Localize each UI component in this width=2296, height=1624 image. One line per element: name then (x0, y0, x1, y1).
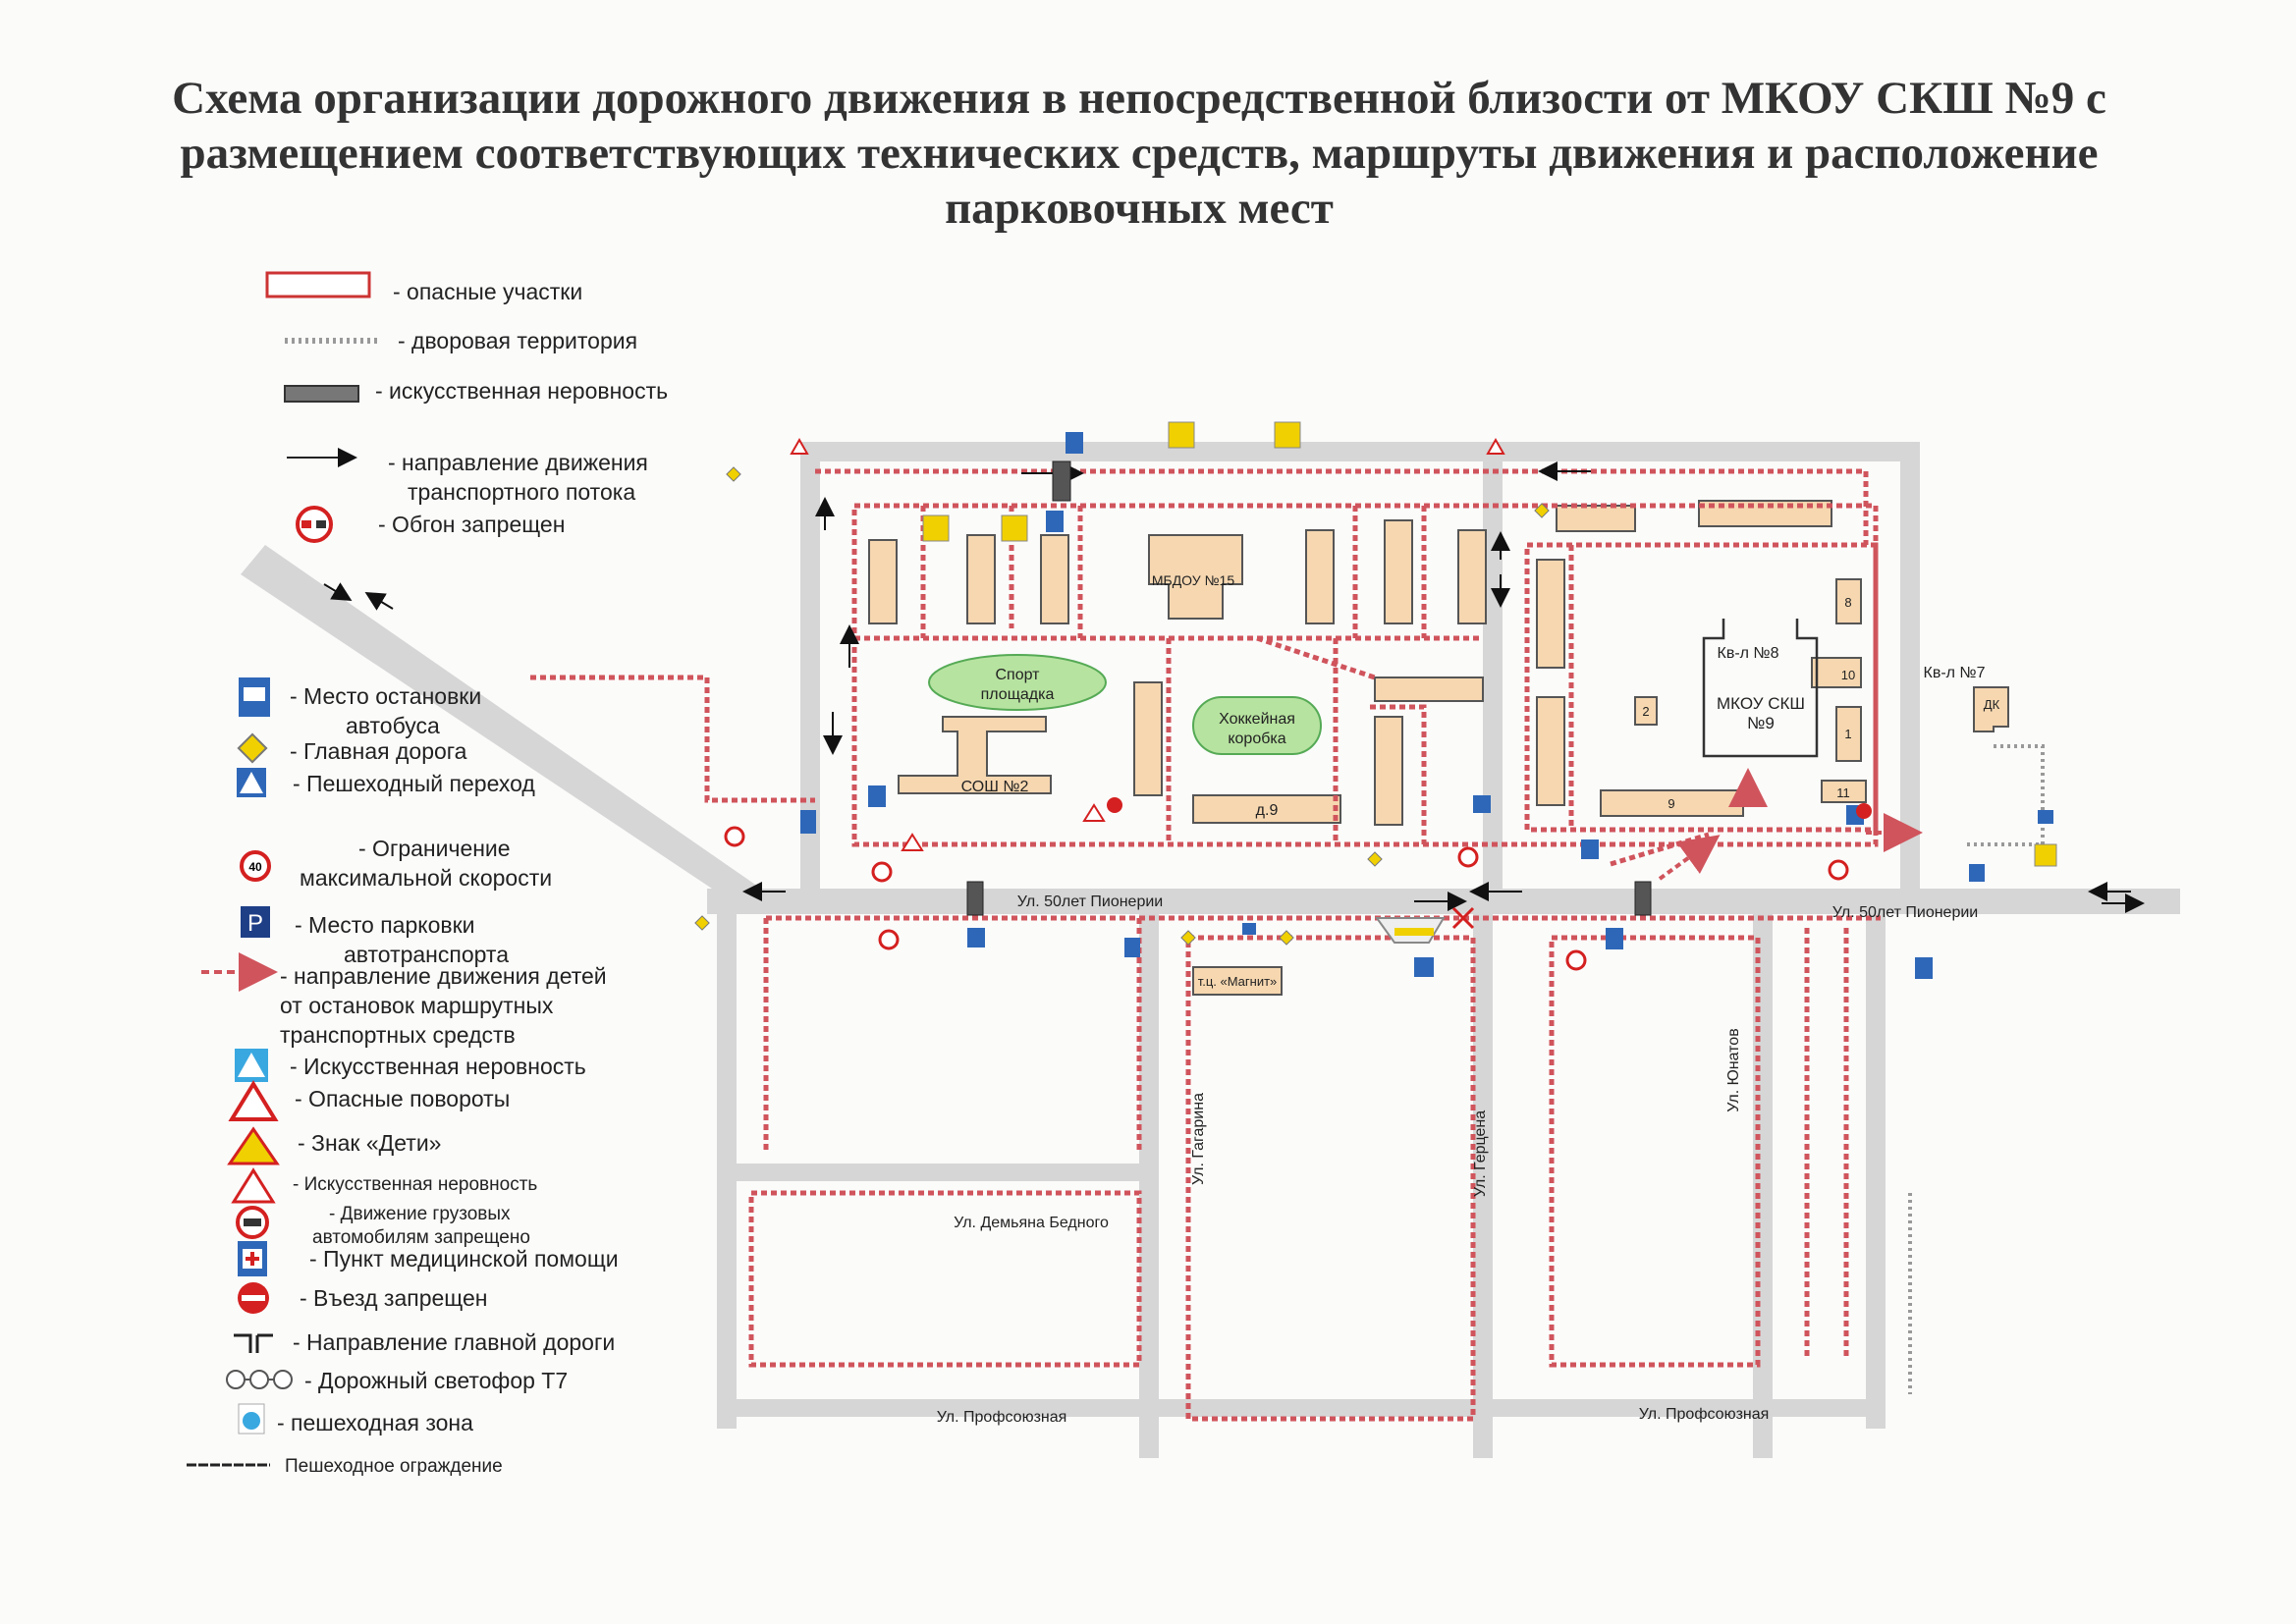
speed-limit-sign-icon: 40 (240, 850, 271, 882)
d9-label: д.9 (1256, 802, 1279, 819)
danger-routes (530, 468, 1881, 1422)
hockey-box (1192, 696, 1322, 755)
pedestrian-crossing-sign-icon (237, 768, 266, 797)
legend-main-road-direction: - Направление главной дороги (293, 1329, 616, 1355)
no-entry-sign-icon (238, 1282, 269, 1314)
legend-traffic-direction-2: транспортного потока (408, 479, 636, 505)
building-8-label: 8 (1844, 595, 1851, 610)
yard-territory (1908, 744, 2045, 1394)
no-overtaking-sign-icon (296, 506, 333, 543)
demyan-label: Ул. Демьяна Бедного (954, 1215, 1109, 1231)
legend-pedestrian-crossing: - Пешеходный переход (293, 771, 535, 796)
legend-speed-limit: - Ограничение (358, 836, 511, 861)
buildings (868, 500, 2009, 996)
sport-label-2: площадка (981, 686, 1055, 703)
shop-label: т.ц. «Магнит» (1198, 974, 1278, 989)
legend-speed-bump-bar: - искусственная неровность (375, 378, 669, 404)
legend-main-road: - Главная дорога (290, 738, 467, 764)
medical-aid-sign-icon (238, 1241, 267, 1276)
main-road-direction-sign-icon (234, 1333, 273, 1353)
bus-stop-sign-icon (239, 677, 270, 717)
building-11-label: 11 (1836, 785, 1850, 800)
legend-parking-2: автотранспорта (344, 942, 509, 967)
main-road-sign-icon (237, 732, 268, 764)
legend-children-sign: - Знак «Дети» (298, 1130, 442, 1156)
sport-field (928, 654, 1107, 711)
legend-traffic-light: - Дорожный светофор Т7 (304, 1368, 569, 1393)
title-line-1: Схема организации дорожного движения в н… (172, 73, 2106, 124)
legend-traffic-direction: - направление движения (388, 450, 648, 475)
building-10-label: 10 (1841, 668, 1855, 682)
legend-speed-bump-warning: - Искусственная неровность (293, 1174, 538, 1195)
legend-parking: - Место парковки (295, 912, 475, 938)
title-line-3: парковочных мест (945, 183, 1334, 234)
kv7-label: Кв-л №7 (1924, 665, 1986, 681)
hockey-label-2: коробка (1228, 731, 1285, 747)
traffic-arrows (323, 461, 2145, 913)
legend-no-entry: - Въезд запрещен (300, 1285, 488, 1311)
legend-no-trucks: - Движение грузовых (329, 1204, 511, 1224)
page-title: Схема организации дорожного движения в н… (59, 71, 2219, 236)
sosh2-label: СОШ №2 (961, 779, 1029, 795)
legend-pedestrian-zone: - пешеходная зона (277, 1410, 473, 1435)
mkou-label-2: №9 (1747, 714, 1775, 732)
speed-bump-warning-sign-icon (231, 1167, 276, 1204)
sport-label-1: Спорт (996, 667, 1041, 683)
parking-sign-icon: P (241, 906, 270, 938)
legend-bus-stop: - Место остановки (290, 683, 482, 709)
children-sign-icon (227, 1126, 280, 1165)
yunatov-label: Ул. Юнатов (1725, 1028, 1742, 1111)
legend-medical-aid: - Пункт медицинской помощи (309, 1246, 619, 1272)
pedestrian-zone-sign-icon (238, 1403, 265, 1435)
title-line-2: размещением соответствующих технических … (180, 128, 2099, 179)
building-1-label: 1 (1844, 727, 1851, 741)
building-9-label: 9 (1667, 796, 1674, 811)
traffic-light-t7-icon (226, 1370, 293, 1389)
mbdou-label: МБДОУ №15 (1152, 572, 1235, 588)
prof-left-label: Ул. Профсоюзная (937, 1409, 1067, 1426)
mkou-label-1: МКОУ СКШ (1717, 694, 1805, 713)
legend-no-trucks-2: автомобилям запрещено (312, 1227, 530, 1248)
dk-label: ДК (1984, 697, 2000, 712)
diagonal-road (241, 545, 761, 908)
danger-zone-rect-icon (265, 271, 371, 298)
legend-danger-zones: - опасные участки (393, 279, 583, 304)
legend-pedestrian-fence: Пешеходное ограждение (285, 1456, 503, 1477)
no-trucks-sign-icon (236, 1206, 269, 1239)
map-signs (694, 421, 2057, 979)
prof-right-label: Ул. Профсоюзная (1639, 1406, 1770, 1423)
legend-bus-stop-2: автобуса (346, 713, 440, 738)
legend-children-route-3: транспортных средств (280, 1022, 516, 1048)
school-mkou-building (1702, 619, 1819, 758)
gertsena-label: Ул. Герцена (1472, 1110, 1489, 1197)
legend-dangerous-turns: - Опасные повороты (295, 1086, 511, 1111)
speed-bump-sign-icon (235, 1049, 268, 1082)
legend-speed-limit-2: максимальной скорости (300, 865, 553, 891)
gagarina-label: Ул. Гагарина (1190, 1093, 1207, 1185)
speed-bump-bar-icon (284, 385, 359, 403)
svg-text:P: P (247, 910, 263, 937)
legend-children-route: - направление движения детей (280, 963, 607, 989)
legend-children-route-2: от остановок маршрутных (280, 993, 554, 1018)
street-pioneers-left-label: Ул. 50лет Пионерии (1017, 893, 1163, 910)
legend-no-overtaking: - Обгон запрещен (378, 512, 566, 537)
legend-yard-territory: - дворовая территория (398, 328, 638, 353)
legend-speed-bump-sign: - Искусственная неровность (290, 1054, 586, 1079)
hockey-label-1: Хоккейная (1219, 711, 1295, 728)
street-pioneers-right-label: Ул. 50лет Пионерии (1832, 904, 1978, 921)
svg-text:40: 40 (248, 860, 262, 874)
kv8-label: Кв-л №8 (1718, 645, 1779, 662)
speed-bumps (966, 460, 1652, 916)
building-2-label: 2 (1642, 704, 1649, 719)
dangerous-turns-sign-icon (228, 1080, 279, 1121)
